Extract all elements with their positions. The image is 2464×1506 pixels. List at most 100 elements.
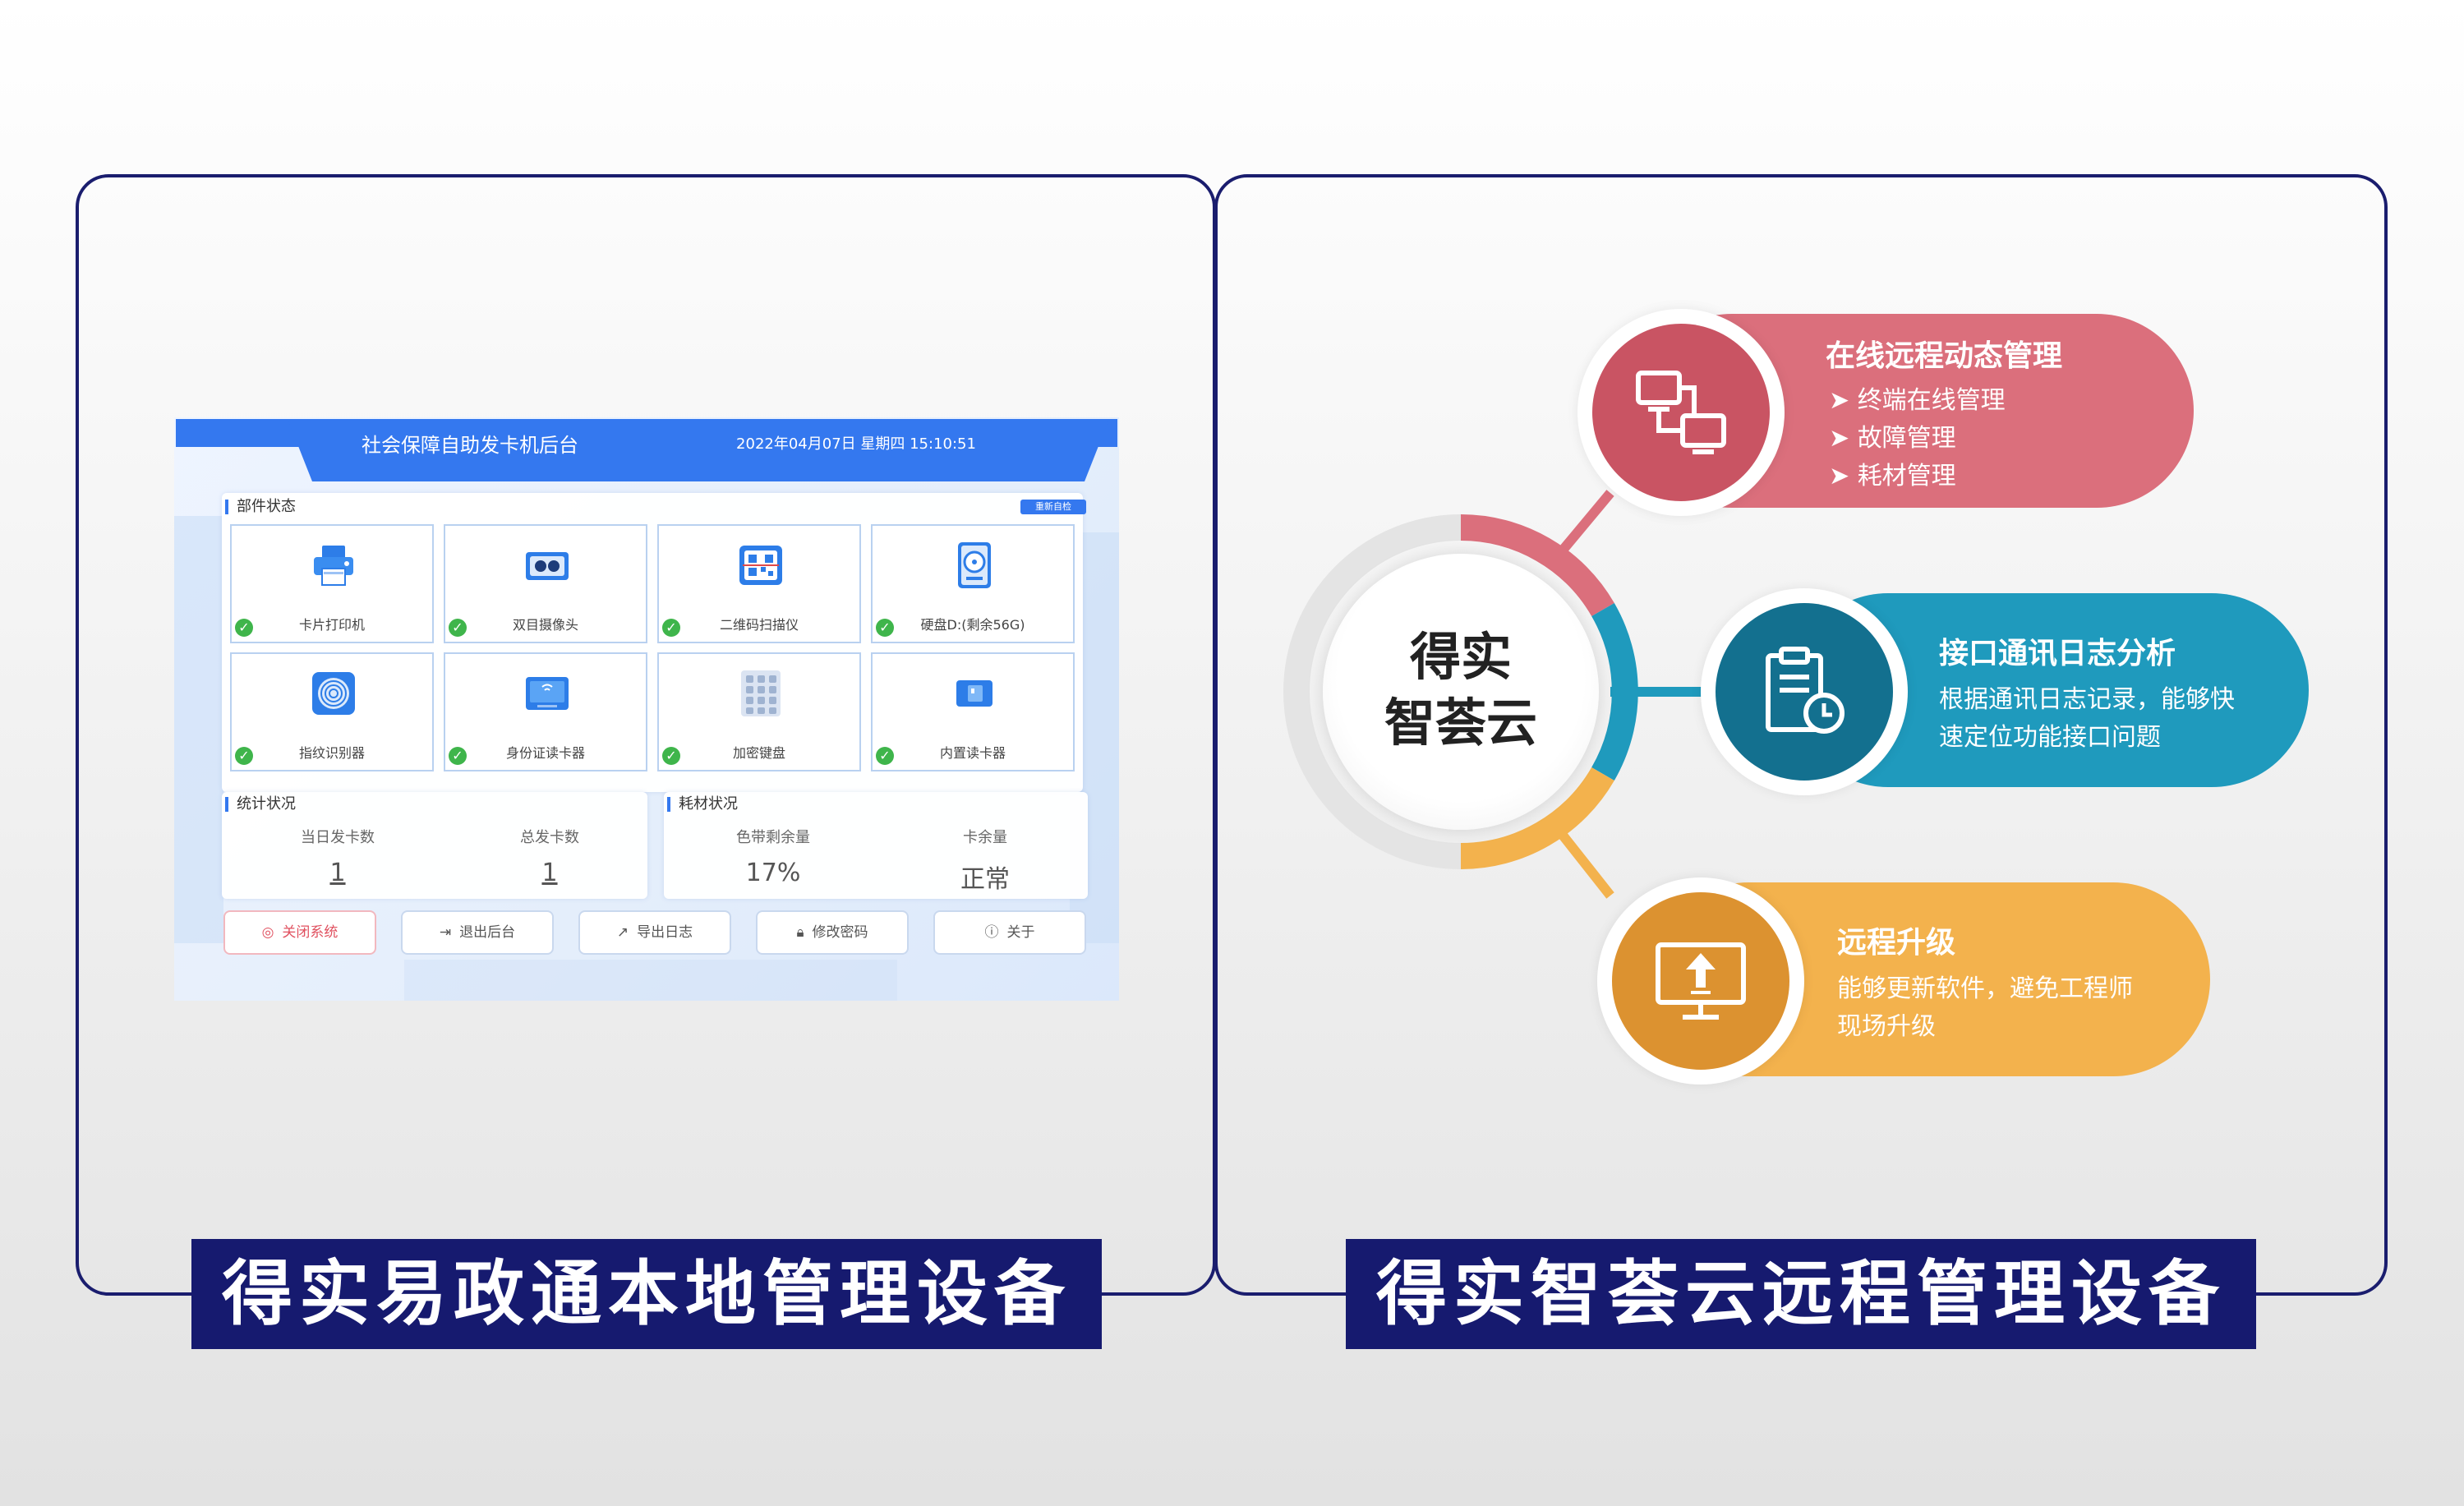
ring-segment-upgrade bbox=[1460, 767, 1614, 869]
background-shape bbox=[174, 516, 223, 943]
node-fill bbox=[1592, 324, 1770, 501]
status-check-icon: ✓ bbox=[449, 747, 467, 765]
component-status-label: 部件状态 bbox=[225, 500, 296, 514]
button-label: 退出后台 bbox=[459, 924, 516, 941]
status-check-icon: ✓ bbox=[876, 619, 894, 637]
ring-segment-online bbox=[1460, 514, 1614, 617]
feature-item: ➤ 耗材管理 bbox=[1829, 455, 1956, 491]
stats-label: 统计状况 bbox=[225, 797, 296, 812]
local-panel-title: 得实易政通本地管理设备 bbox=[191, 1239, 1102, 1349]
tile-label: 二维码扫描仪 bbox=[719, 617, 799, 633]
center-hub bbox=[1323, 554, 1599, 830]
center-hub-label: 得实 智荟云 bbox=[1323, 624, 1599, 756]
tile-label: 双目摄像头 bbox=[512, 617, 578, 633]
ring-segment-log bbox=[1591, 603, 1638, 781]
feature-line: 速定位功能接口问题 bbox=[1939, 723, 2161, 752]
feature-node-upgrade bbox=[1597, 877, 1804, 1085]
feature-node-log bbox=[1701, 588, 1908, 795]
tile-label: 身份证读卡器 bbox=[505, 745, 585, 761]
shutdown-system-button[interactable]: ◎ 关闭系统 bbox=[223, 910, 376, 955]
tile-fingerprint-reader[interactable]: ✓ 指纹识别器 bbox=[230, 652, 434, 771]
tile-qr-scanner[interactable]: ✓ 二维码扫描仪 bbox=[657, 524, 861, 643]
feature-title: 在线远程动态管理 bbox=[1826, 339, 2063, 373]
network-computers-icon bbox=[1636, 371, 1726, 454]
tile-camera[interactable]: ✓ 双目摄像头 bbox=[444, 524, 647, 643]
exit-backend-button[interactable]: ⇥ 退出后台 bbox=[401, 910, 554, 955]
tile-id-card-reader[interactable]: ✓ 身份证读卡器 bbox=[444, 652, 647, 771]
node-fill bbox=[1612, 892, 1789, 1070]
screen-header-tab bbox=[288, 419, 1109, 481]
power-icon: ◎ bbox=[261, 924, 274, 941]
feature-item: ➤ 终端在线管理 bbox=[1829, 380, 2006, 416]
stat-label: 总发卡数 bbox=[520, 829, 579, 846]
exit-icon: ⇥ bbox=[439, 924, 452, 941]
feature-item-text: 耗材管理 bbox=[1857, 462, 1956, 490]
stat-label: 卡余量 bbox=[963, 829, 1007, 846]
status-check-icon: ✓ bbox=[662, 747, 680, 765]
consumables-card bbox=[664, 792, 1088, 899]
tile-built-in-card-reader[interactable]: ✓ 内置读卡器 bbox=[871, 652, 1075, 771]
button-label: 关于 bbox=[1006, 924, 1035, 941]
tile-label: 内置读卡器 bbox=[939, 745, 1006, 761]
button-label: 修改密码 bbox=[812, 924, 868, 941]
stats-card bbox=[222, 792, 647, 899]
hard-disk-icon bbox=[958, 542, 991, 588]
clipboard-clock-icon bbox=[1766, 647, 1845, 734]
bullet-arrow-icon: ➤ bbox=[1829, 462, 1850, 490]
feature-line: 现场升级 bbox=[1837, 1012, 1936, 1041]
status-check-icon: ✓ bbox=[876, 747, 894, 765]
feature-title: 接口通讯日志分析 bbox=[1939, 637, 2176, 670]
background-shape bbox=[404, 960, 897, 1001]
id-card-reader-icon bbox=[526, 677, 569, 710]
printer-icon bbox=[314, 546, 353, 586]
feature-item: ➤ 故障管理 bbox=[1829, 417, 1956, 454]
export-log-button[interactable]: ↗ 导出日志 bbox=[578, 910, 731, 955]
stat-card-remaining: 卡余量 正常 bbox=[882, 826, 1088, 895]
lock-icon: 🔒︎ bbox=[796, 924, 804, 941]
button-label: 关闭系统 bbox=[282, 924, 339, 941]
status-check-icon: ✓ bbox=[235, 619, 253, 637]
bullet-arrow-icon: ➤ bbox=[1829, 424, 1850, 453]
status-check-icon: ✓ bbox=[662, 619, 680, 637]
feature-item-text: 终端在线管理 bbox=[1857, 386, 2006, 415]
feature-title: 远程升级 bbox=[1837, 926, 1956, 960]
stat-total-cards: 总发卡数 1 bbox=[447, 826, 652, 887]
stat-ribbon-remaining: 色带剩余量 17% bbox=[670, 826, 876, 887]
info-icon: ⓘ bbox=[984, 924, 999, 941]
keypad-icon bbox=[741, 670, 781, 716]
status-check-icon: ✓ bbox=[449, 619, 467, 637]
about-button[interactable]: ⓘ 关于 bbox=[933, 910, 1086, 955]
screen-title: 社会保障自助发卡机后台 bbox=[362, 434, 578, 457]
export-icon: ↗ bbox=[616, 924, 629, 941]
center-line-2: 智荟云 bbox=[1384, 693, 1537, 753]
tile-label: 指纹识别器 bbox=[298, 745, 365, 761]
feature-item-text: 故障管理 bbox=[1857, 424, 1956, 453]
tile-label: 卡片打印机 bbox=[298, 617, 365, 633]
feature-line: 能够更新软件，避免工程师 bbox=[1837, 974, 2133, 1003]
stat-value: 1 bbox=[329, 859, 346, 887]
camera-icon bbox=[526, 552, 569, 580]
status-check-icon: ✓ bbox=[235, 747, 253, 765]
bullet-arrow-icon: ➤ bbox=[1829, 386, 1850, 415]
button-label: 导出日志 bbox=[637, 924, 693, 941]
ring-segment-neutral bbox=[1283, 514, 1462, 869]
stat-value: 1 bbox=[541, 859, 558, 887]
card-reader-icon bbox=[956, 680, 993, 707]
tile-hard-disk[interactable]: ✓ 硬盘D:(剩余56G) bbox=[871, 524, 1075, 643]
stat-label: 当日发卡数 bbox=[301, 829, 375, 846]
stat-value: 17% bbox=[745, 859, 801, 887]
change-password-button[interactable]: 🔒︎ 修改密码 bbox=[756, 910, 909, 955]
tile-card-printer[interactable]: ✓ 卡片打印机 bbox=[230, 524, 434, 643]
fingerprint-icon bbox=[312, 672, 355, 715]
stat-value: 正常 bbox=[960, 865, 1010, 894]
qr-scanner-icon bbox=[739, 546, 782, 585]
recheck-button[interactable]: 重新自检 bbox=[1020, 500, 1086, 514]
kiosk-admin-screenshot: 社会保障自助发卡机后台 2022年04月07日 星期四 15:10:51 部件状… bbox=[174, 417, 1119, 1001]
cloud-panel-title: 得实智荟云远程管理设备 bbox=[1346, 1239, 2256, 1349]
feature-line: 根据通讯日志记录，能够快 bbox=[1939, 685, 2235, 714]
stat-today-cards: 当日发卡数 1 bbox=[235, 826, 440, 887]
tile-encrypted-keypad[interactable]: ✓ 加密键盘 bbox=[657, 652, 861, 771]
screen-datetime: 2022年04月07日 星期四 15:10:51 bbox=[736, 435, 976, 453]
node-fill bbox=[1716, 603, 1893, 781]
